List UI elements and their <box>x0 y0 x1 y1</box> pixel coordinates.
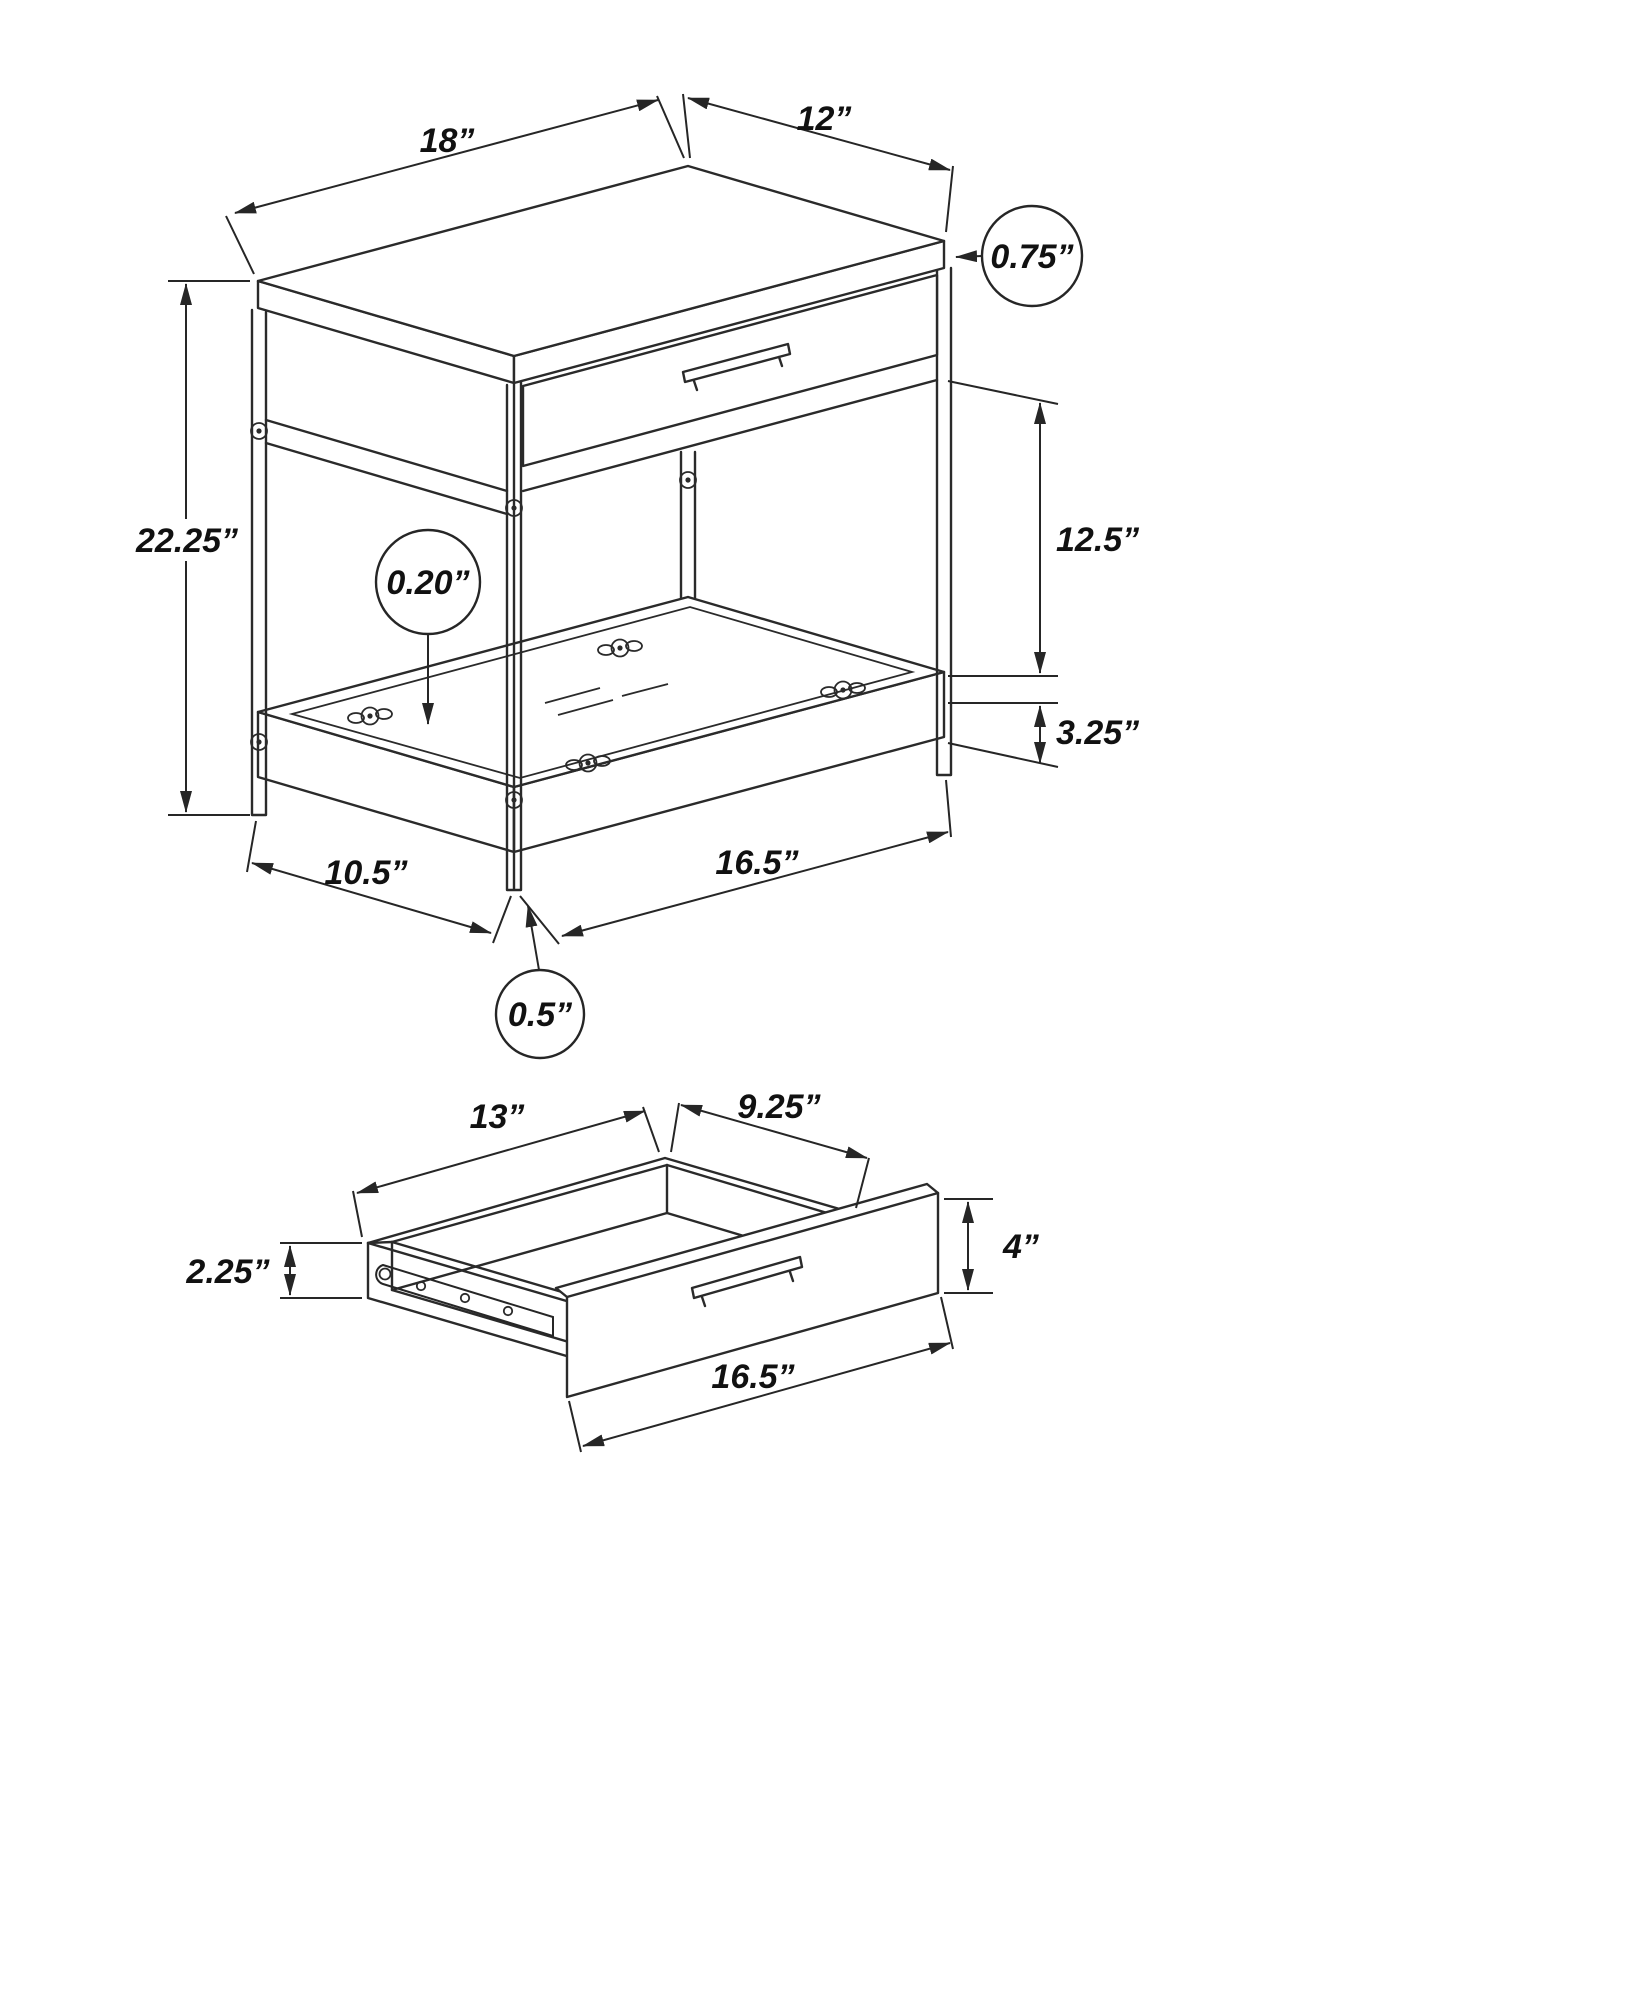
dim-drawer-to-shelf: 12.5” <box>947 380 1139 677</box>
overall-height-label: 22.25” <box>135 522 238 560</box>
dim-top-width-label: 18” <box>420 122 475 160</box>
dim-base-depth: 10.5” <box>246 820 512 944</box>
front-width-label: 16.5” <box>711 1358 794 1396</box>
side-depth-label: 13” <box>470 1098 525 1136</box>
tabletop <box>256 164 946 385</box>
drawer-to-shelf-label: 12.5” <box>1056 521 1139 559</box>
top-thickness-label: 0.75” <box>990 238 1073 276</box>
dim-front-height: 4” <box>944 1198 1039 1294</box>
leg-width-label: 0.5” <box>508 996 572 1034</box>
left-leg <box>250 308 268 817</box>
dim-base-width: 16.5” <box>519 779 952 945</box>
dim-side-height: 2.25” <box>185 1242 362 1299</box>
dim-back-width: 9.25” <box>670 1088 870 1209</box>
dim-overall-height: 22.25” <box>127 280 250 816</box>
frame-screws <box>250 422 697 809</box>
front-height-label: 4” <box>1002 1228 1039 1266</box>
glass-clamp <box>347 706 393 726</box>
glass-clamp <box>597 638 643 658</box>
drawer-handle <box>681 342 792 384</box>
balloon-top-thickness: 0.75” <box>955 204 1084 308</box>
base-depth-label: 10.5” <box>324 854 407 892</box>
dim-top-width: 18” <box>225 95 685 275</box>
drawer-handle <box>690 1255 804 1300</box>
dim-top-depth: 12” <box>682 93 954 233</box>
base-width-label: 16.5” <box>715 844 798 882</box>
balloon-glass-thickness: 0.20” <box>374 528 482 725</box>
glass-shelf <box>288 606 916 779</box>
table-drawer-front <box>521 273 939 468</box>
drawer-slide-rail <box>375 1263 554 1338</box>
drawer-view: 13” 9.25” 2.25” 4” 16.5” <box>185 1088 1039 1453</box>
glass-reflection <box>544 687 601 704</box>
shelf-frame-height-label: 3.25” <box>1056 714 1139 752</box>
glass-clamp <box>565 753 611 773</box>
back-width-label: 9.25” <box>737 1088 820 1126</box>
frame-rails <box>264 378 939 516</box>
glass-thickness-label: 0.20” <box>386 564 469 602</box>
glass-clamp <box>820 680 866 700</box>
front-leg <box>505 379 523 892</box>
glass-clamps <box>347 638 866 773</box>
balloon-leg-width: 0.5” <box>494 905 586 1060</box>
dim-side-depth: 13” <box>352 1098 660 1238</box>
dim-front-width: 16.5” <box>568 1296 954 1453</box>
dim-shelf-frame-height: 3.25” <box>947 702 1139 768</box>
table-view: 18” 12” 0.75” 22.25” 12.5” 3.25” <box>127 93 1139 1060</box>
side-height-label: 2.25” <box>185 1253 269 1291</box>
dim-top-depth-label: 12” <box>797 100 852 138</box>
table-back-leg <box>679 450 697 614</box>
shelf-frame <box>256 595 946 854</box>
